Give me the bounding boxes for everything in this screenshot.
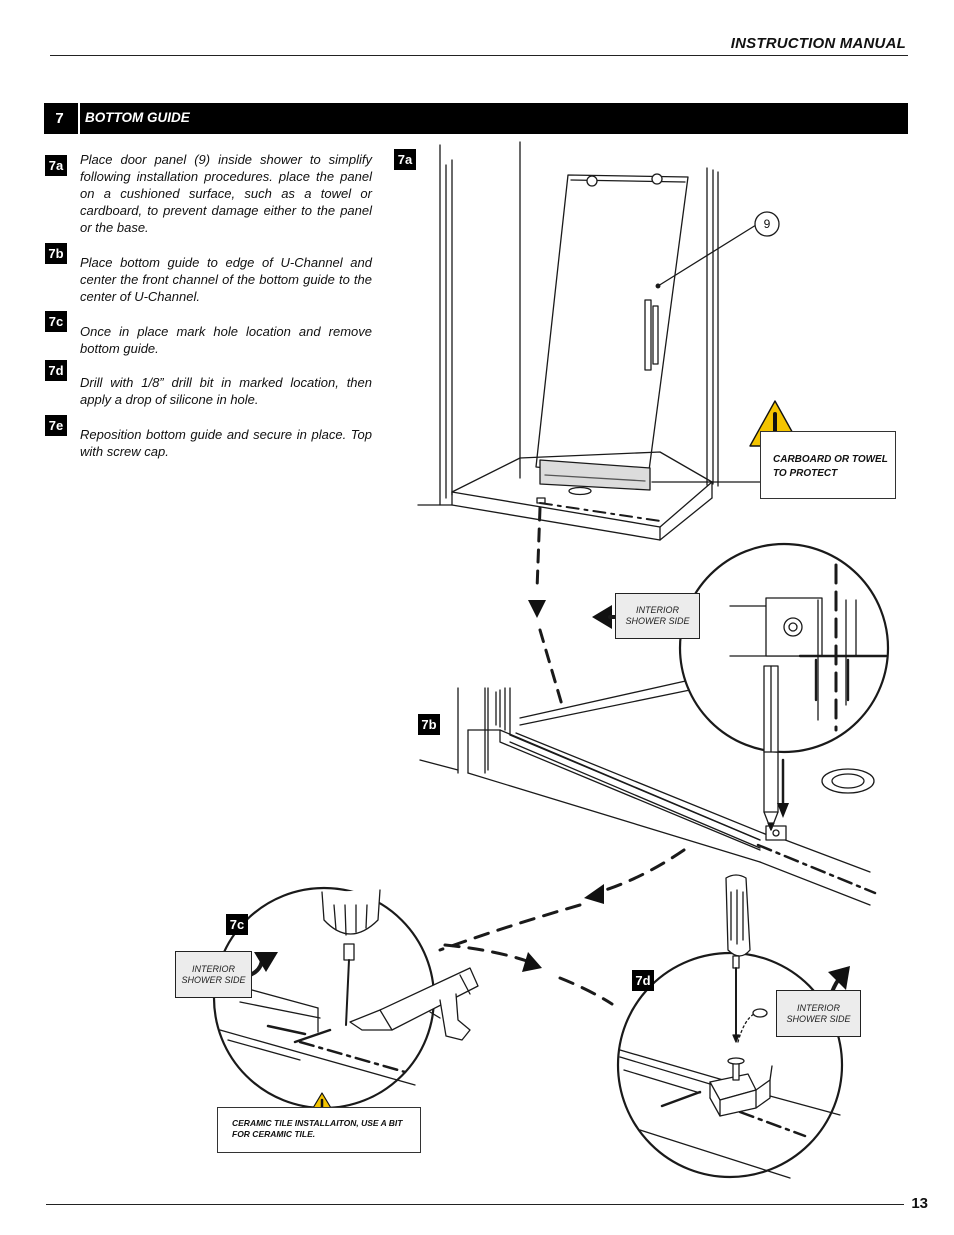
warning-text-7c: CERAMIC TILE INSTALLAITON, USE A BIT FOR… xyxy=(232,1118,403,1139)
section-number: 7 xyxy=(55,110,64,127)
warning-text-7a: CARBOARD OR TOWEL TO PROTECT xyxy=(773,454,888,479)
step-text-7e: Reposition bottom guide and secure in pl… xyxy=(80,427,372,459)
step-text-7c: Once in place mark hole location and rem… xyxy=(80,324,372,356)
footer-divider xyxy=(46,1204,904,1205)
section-title: BOTTOM GUIDE xyxy=(85,110,190,125)
step-badge-7a: 7a xyxy=(45,155,67,176)
step-badge-7d: 7d xyxy=(45,360,67,381)
diagram-badge-7c: 7c xyxy=(226,914,248,935)
shower-door-panel-drawing xyxy=(417,141,889,541)
step-badge-7c: 7c xyxy=(45,311,67,332)
manual-title: INSTRUCTION MANUAL xyxy=(730,35,906,52)
step-text-7b: Place bottom guide to edge of U-Channel … xyxy=(80,255,372,304)
step-text-7a: Place door panel (9) inside shower to si… xyxy=(80,152,372,235)
zoom-detail-7c xyxy=(212,886,479,1110)
page-number: 13 xyxy=(911,1195,928,1212)
diagram-badge-7b: 7b xyxy=(418,714,440,735)
interior-shower-side-label-7d: INTERIOR SHOWER SIDE xyxy=(776,990,861,1037)
warning-box-7a: CARBOARD OR TOWEL TO PROTECT xyxy=(760,431,896,499)
interior-shower-side-label-7b: INTERIOR SHOWER SIDE xyxy=(615,593,700,639)
diagram-badge-7a: 7a xyxy=(394,149,416,170)
header-divider xyxy=(50,55,908,56)
zoom-detail-7b xyxy=(678,542,890,754)
diagram-badge-7d: 7d xyxy=(632,970,654,991)
section-divider xyxy=(78,103,80,134)
flow-arrows-7b-to-7c-7d xyxy=(438,848,686,1006)
step-badge-7e: 7e xyxy=(45,415,67,436)
flow-arrow-7a-to-7b xyxy=(528,506,564,707)
interior-arrow-7d xyxy=(828,966,850,994)
interior-shower-side-label-7c: INTERIOR SHOWER SIDE xyxy=(175,951,252,998)
warning-box-7c: CERAMIC TILE INSTALLAITON, USE A BIT FOR… xyxy=(217,1107,421,1153)
section-header-bar: 7 BOTTOM GUIDE xyxy=(44,103,908,134)
step-badge-7b: 7b xyxy=(45,243,67,264)
interior-arrow-7b xyxy=(592,605,612,629)
step-text-7d: Drill with 1/8” drill bit in marked loca… xyxy=(80,375,372,407)
part-callout-9: 9 xyxy=(763,217,771,231)
